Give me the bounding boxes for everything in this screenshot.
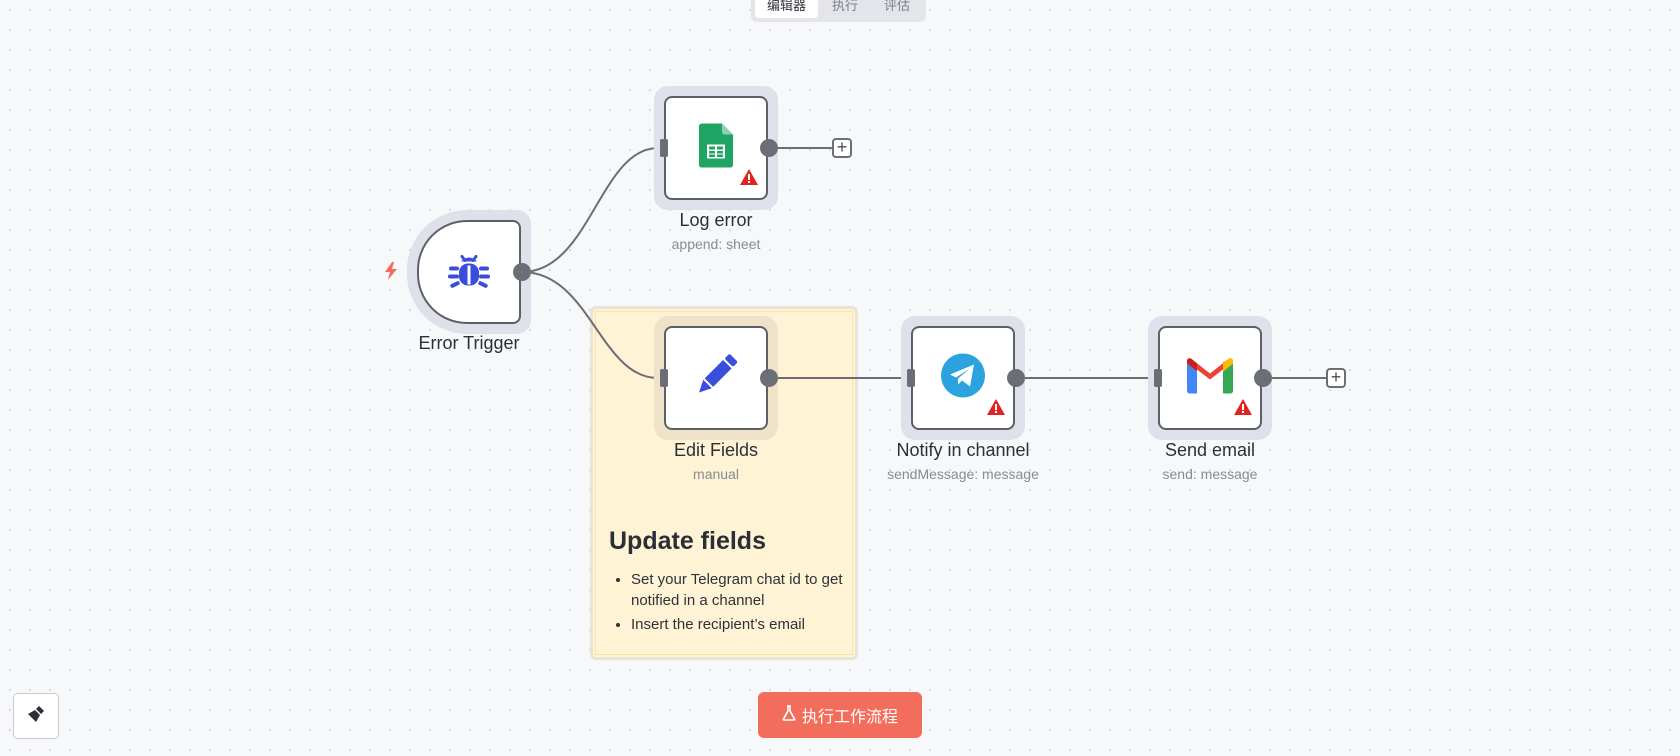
warning-icon[interactable] bbox=[987, 399, 1005, 420]
sticky-note-item: Insert the recipient’s email bbox=[631, 614, 871, 635]
edit-fields-output-handle[interactable] bbox=[760, 369, 778, 387]
tab-editor[interactable]: 编辑器 bbox=[755, 0, 819, 18]
log-error-output-handle[interactable] bbox=[760, 139, 778, 157]
notify-subtitle: sendMessage: message bbox=[887, 466, 1039, 482]
warning-icon[interactable] bbox=[740, 169, 758, 190]
send-email-subtitle: send: message bbox=[1162, 466, 1258, 482]
node-edit-fields[interactable] bbox=[664, 326, 768, 430]
execute-workflow-button[interactable]: 执行工作流程 bbox=[758, 692, 922, 738]
notify-output-handle[interactable] bbox=[1007, 369, 1025, 387]
gmail-icon bbox=[1187, 358, 1233, 399]
connection-trigger-to-edit-fields[interactable] bbox=[521, 271, 659, 379]
send-email-output-handle[interactable] bbox=[1254, 369, 1272, 387]
execute-workflow-label: 执行工作流程 bbox=[801, 707, 898, 726]
flask-icon bbox=[782, 705, 796, 725]
node-send-email[interactable] bbox=[1158, 326, 1262, 430]
edit-fields-subtitle: manual bbox=[693, 466, 739, 482]
add-node-plus-button[interactable]: + bbox=[1326, 368, 1346, 388]
send-email-input-handle[interactable] bbox=[1154, 369, 1162, 387]
notify-input-handle[interactable] bbox=[907, 369, 915, 387]
node-notify-in-channel[interactable] bbox=[911, 326, 1015, 430]
tidy-up-button[interactable] bbox=[13, 693, 59, 739]
bug-icon bbox=[446, 247, 492, 298]
sticky-note-item: Set your Telegram chat id to get notifie… bbox=[631, 569, 871, 611]
edit-fields-input-handle[interactable] bbox=[660, 369, 668, 387]
pencil-icon bbox=[693, 353, 739, 404]
google-sheets-icon bbox=[699, 123, 733, 173]
log-error-subtitle: append: sheet bbox=[671, 236, 761, 252]
node-error-trigger[interactable] bbox=[417, 220, 521, 324]
error-trigger-output-handle[interactable] bbox=[513, 263, 531, 281]
tab-evaluations[interactable]: 评估 bbox=[884, 0, 911, 13]
edit-fields-title: Edit Fields bbox=[673, 440, 759, 460]
error-trigger-title: Error Trigger bbox=[418, 333, 520, 353]
broom-icon bbox=[26, 704, 46, 729]
connection-trigger-to-log-error[interactable] bbox=[521, 147, 659, 273]
view-tabs: 编辑器 执行 评估 bbox=[751, 0, 927, 22]
tab-executions[interactable]: 执行 bbox=[832, 0, 859, 13]
warning-icon[interactable] bbox=[1234, 399, 1252, 420]
node-log-error[interactable] bbox=[664, 96, 768, 200]
log-error-title: Log error bbox=[679, 210, 753, 230]
trigger-bolt-icon bbox=[383, 262, 399, 285]
telegram-icon bbox=[941, 353, 985, 403]
log-error-input-handle[interactable] bbox=[660, 139, 668, 157]
sticky-note-list: Set your Telegram chat id to get notifie… bbox=[609, 569, 871, 638]
sticky-note[interactable]: Update fields Set your Telegram chat id … bbox=[590, 306, 858, 660]
sticky-note-title: Update fields bbox=[609, 527, 766, 555]
send-email-title: Send email bbox=[1164, 440, 1256, 460]
notify-title: Notify in channel bbox=[896, 440, 1030, 460]
add-node-plus-button[interactable]: + bbox=[832, 138, 852, 158]
